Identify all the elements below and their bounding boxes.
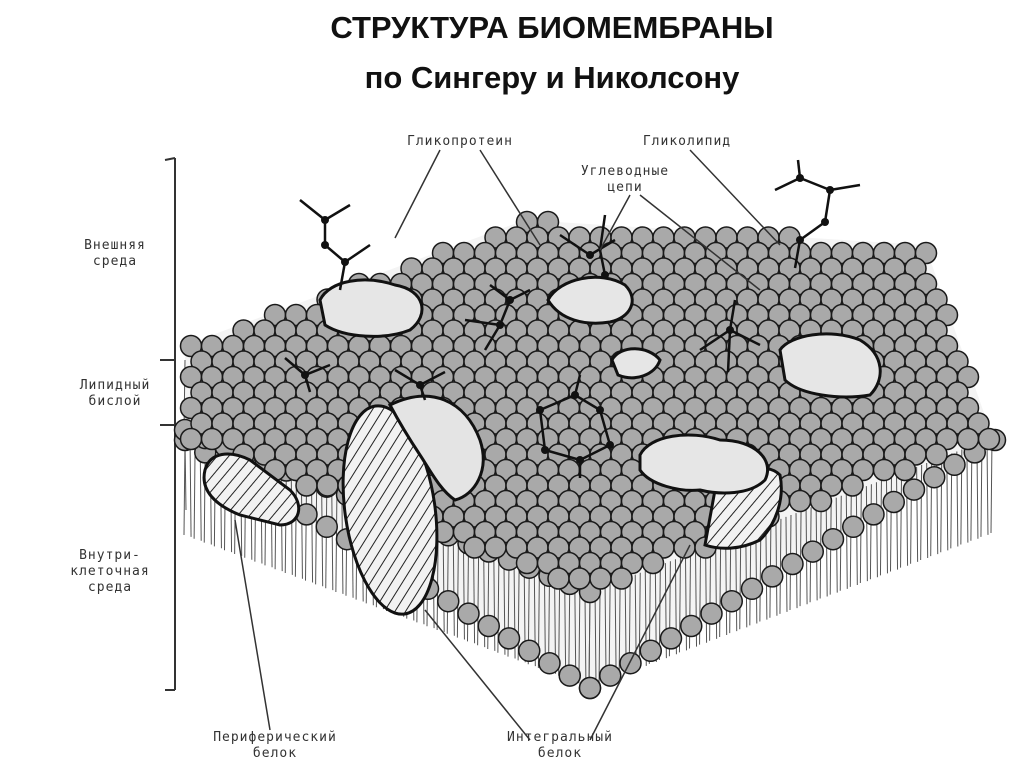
lipid-head <box>464 537 485 558</box>
lipid-tail <box>967 448 968 543</box>
lipid-head <box>559 665 580 686</box>
lipid-head <box>790 491 811 512</box>
lipid-head <box>478 616 499 637</box>
lipid-head <box>458 603 479 624</box>
label-intracellular-environment: Внутри- клеточная среда <box>50 548 170 596</box>
lipid-head <box>643 553 664 574</box>
label-lipid-bilayer-line1: Липидный <box>60 378 170 394</box>
lipid-head <box>979 429 1000 450</box>
label-intracellular-line2: клеточная <box>50 564 170 580</box>
label-carb-chains-line2: цепи <box>560 180 690 196</box>
lipid-head <box>958 429 979 450</box>
lipid-head <box>611 568 632 589</box>
label-glycoprotein: Гликопротеин <box>380 134 540 150</box>
lipid-head <box>742 578 763 599</box>
lipid-head <box>762 566 783 587</box>
lipid-head <box>517 553 538 574</box>
lipid-head <box>802 541 823 562</box>
lipid-head <box>485 537 506 558</box>
lipid-head <box>640 640 661 661</box>
lipid-head <box>904 479 925 500</box>
label-outer-environment: Внешняя среда <box>60 238 170 270</box>
label-lipid-bilayer: Липидный бислой <box>60 378 170 410</box>
label-intracellular-line3: среда <box>50 580 170 596</box>
lipid-head <box>895 460 916 481</box>
lipid-head <box>316 516 337 537</box>
label-peripheral-line2: белок <box>175 746 375 762</box>
lipid-head <box>202 429 223 450</box>
lipid-head <box>539 653 560 674</box>
lipid-head <box>438 591 459 612</box>
lipid-head <box>548 568 569 589</box>
label-glycolipid: Гликолипид <box>612 134 762 150</box>
lipid-head <box>843 516 864 537</box>
lipid-head <box>823 529 844 550</box>
lipid-head <box>181 429 202 450</box>
label-outer-environment-line1: Внешняя <box>60 238 170 254</box>
label-intracellular-line1: Внутри- <box>50 548 170 564</box>
lipid-head <box>782 554 803 575</box>
label-outer-environment-line2: среда <box>60 254 170 270</box>
lipid-tail <box>190 442 191 537</box>
lipid-tail <box>194 444 195 539</box>
label-integral-line2: белок <box>470 746 650 762</box>
lipid-head <box>874 460 895 481</box>
lipid-head <box>580 678 601 699</box>
lipid-head <box>883 492 904 513</box>
lipid-head <box>681 616 702 637</box>
lipid-head <box>590 568 611 589</box>
lipid-head <box>569 568 590 589</box>
lipid-head <box>701 603 722 624</box>
lipid-head <box>519 640 540 661</box>
label-carbohydrate-chains: Углеводные цепи <box>560 164 690 196</box>
lipid-head <box>721 591 742 612</box>
lipid-head <box>924 467 945 488</box>
lipid-tail <box>991 438 992 533</box>
lipid-head <box>600 665 621 686</box>
lipid-head <box>863 504 884 525</box>
label-carb-chains-line1: Углеводные <box>560 164 690 180</box>
surface-protein-4 <box>780 334 880 397</box>
lipid-head <box>499 628 520 649</box>
label-integral-protein: Интегральный белок <box>470 730 650 762</box>
label-peripheral-protein: Периферический белок <box>175 730 375 762</box>
surface-protein-1 <box>320 280 422 336</box>
lipid-head <box>620 653 641 674</box>
lipid-head <box>811 491 832 512</box>
lipid-head <box>842 475 863 496</box>
lipid-head <box>296 475 317 496</box>
label-lipid-bilayer-line2: бислой <box>60 394 170 410</box>
lipid-tail <box>987 440 988 535</box>
lipid-head <box>661 628 682 649</box>
lipid-head <box>926 444 947 465</box>
label-integral-line1: Интегральный <box>470 730 650 746</box>
lipid-head <box>317 475 338 496</box>
label-peripheral-line1: Периферический <box>175 730 375 746</box>
